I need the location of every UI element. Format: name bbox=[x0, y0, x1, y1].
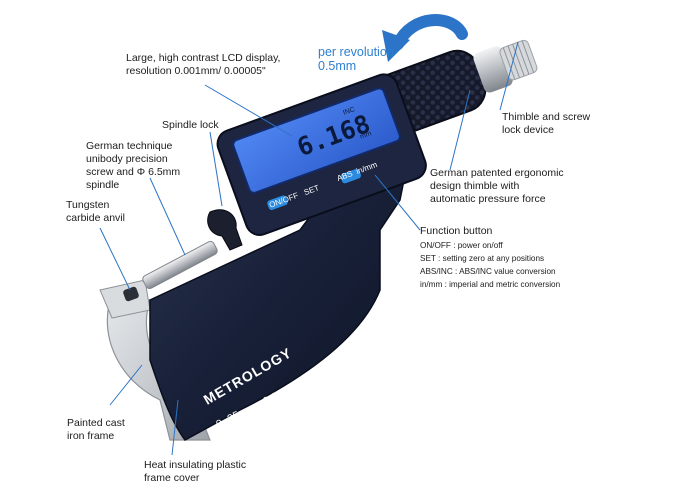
thimble-callout: Thimble and screw lock device bbox=[502, 111, 591, 136]
cover-callout: Heat insulating plastic frame cover bbox=[144, 459, 247, 484]
ergonomic-callout: German patented ergonomic design thimble… bbox=[430, 167, 564, 205]
spindle-lock bbox=[207, 209, 243, 251]
function-line-set: SET : setting zero at any positions bbox=[420, 254, 545, 263]
leader-lines bbox=[99, 41, 519, 456]
revolution-arrowhead bbox=[382, 30, 410, 62]
function-line-inmm: in/mm : imperial and metric conversion bbox=[420, 280, 561, 289]
spindle bbox=[142, 240, 218, 290]
body-cover bbox=[149, 148, 412, 441]
spindle-lock-callout: Spindle lock bbox=[162, 119, 219, 131]
lcd-callout: Large, high contrast LCD display, resolu… bbox=[126, 52, 281, 77]
frame-callout: Painted cast iron frame bbox=[67, 417, 125, 442]
anvil-tip bbox=[123, 286, 139, 302]
revolution-arrow bbox=[392, 14, 468, 50]
function-line-absinc: ABS/INC : ABS/INC value conversion bbox=[420, 267, 556, 276]
function-line-onoff: ON/OFF : power on/off bbox=[420, 241, 503, 250]
function-button-title: Function button bbox=[420, 225, 493, 237]
screw-callout: German technique unibody precision screw… bbox=[86, 140, 181, 191]
per-revolution-label: per revolution 0.5mm bbox=[318, 45, 394, 73]
display-housing bbox=[216, 73, 427, 236]
anvil-callout: Tungsten carbide anvil bbox=[66, 199, 125, 224]
